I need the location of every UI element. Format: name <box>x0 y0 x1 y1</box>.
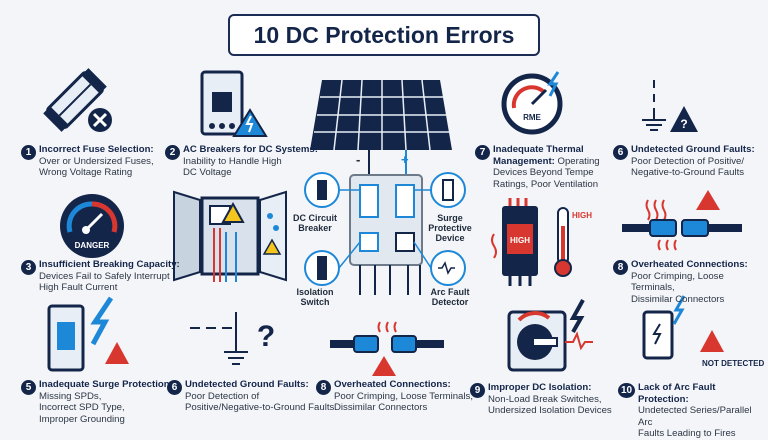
item-title: Undetected Ground Faults: <box>631 144 755 155</box>
item-title: AC Breakers for DC Systems: <box>183 144 318 155</box>
item-title: Overheated Connections: <box>631 259 748 270</box>
rme-label: RME <box>523 113 541 122</box>
overheated-connector-icon-2 <box>330 321 444 376</box>
item-desc: Poor Detection of Positive/Negative-to-G… <box>185 390 335 414</box>
ac-breaker-icon <box>200 70 268 137</box>
number-badge: 10 <box>618 383 635 398</box>
item-desc: Inability to Handle High DC Voltage <box>183 155 282 179</box>
number-badge: 9 <box>470 383 485 398</box>
minus-terminal: - <box>356 152 361 167</box>
isolation-label: Isolation Switch <box>296 287 334 307</box>
danger-label: DANGER <box>75 241 110 250</box>
item-desc: Devices Fail to Safely Interrupt High Fa… <box>39 270 170 294</box>
item-title: Inadequate Thermal <box>493 144 584 155</box>
item-title: Inadequate Surge Protection: <box>39 379 173 390</box>
danger-gauge-icon: DANGER <box>60 194 124 258</box>
item-desc: Missing SPDs, Incorrect SPD Type, Improp… <box>39 390 125 425</box>
isolation-switch-icon <box>507 299 593 372</box>
thermal-gauge-icon: RME <box>501 71 563 135</box>
combiner-box-diagram <box>304 150 466 295</box>
number-badge: 2 <box>165 145 180 160</box>
ground-fault-icon: ? <box>642 80 698 132</box>
item-title-cont: Management: <box>493 155 555 167</box>
arc-fault-icon: NOT DETECTED <box>642 295 764 368</box>
item-title: Incorrect Fuse Selection: <box>39 144 154 155</box>
not-detected-label: NOT DETECTED <box>702 359 764 368</box>
number-badge: 8 <box>316 380 331 395</box>
arc-detector-label: Arc Fault Detector <box>430 287 470 307</box>
item-desc: Poor Crimping, Loose Terminals, Dissimil… <box>631 270 725 305</box>
item-title: Lack of Arc Fault Protection: <box>638 382 716 405</box>
item-title: Overheated Connections: <box>334 379 451 390</box>
spd-label: Surge Protective Device <box>428 213 472 243</box>
item-desc: Non-Load Break Switches, Undersized Isol… <box>488 393 612 417</box>
overheated-device-icon: HIGH HIGH <box>491 198 592 286</box>
item-title: Improper DC Isolation: <box>488 382 592 393</box>
ground-fault-icon-2: ? <box>190 312 275 365</box>
page-title: 10 DC Protection Errors <box>228 14 540 56</box>
wet-enclosure-icon <box>173 190 287 282</box>
plus-terminal: + <box>401 152 409 167</box>
item-desc-start: Operating <box>554 155 600 167</box>
item-desc: Devices Beyond Tempe Ratings, Poor Venti… <box>493 167 599 190</box>
item-title: Insufficient Breaking Capacity: <box>39 259 180 270</box>
dc-breaker-label: DC Circuit Breaker <box>292 213 337 233</box>
item-desc: Poor Detection of Positive/ Negative-to-… <box>631 155 745 179</box>
item-title: Undetected Ground Faults: <box>185 379 309 390</box>
question-mark: ? <box>680 117 687 131</box>
number-badge: 6 <box>167 380 182 395</box>
number-badge: 7 <box>475 145 490 160</box>
number-badge: 5 <box>21 380 36 395</box>
item-desc: Poor Crimping, Loose Terminals, Dissimil… <box>334 390 473 414</box>
high-temp-label: HIGH <box>572 211 592 220</box>
question-mark-2: ? <box>257 320 275 353</box>
number-badge: 6 <box>613 145 628 160</box>
item-desc: Undetected Series/Parallel Arc Faults Le… <box>638 405 752 439</box>
high-label: HIGH <box>510 236 530 245</box>
solar-panel-icon <box>310 79 452 151</box>
fuse-icon <box>43 68 112 132</box>
number-badge: 3 <box>21 260 36 275</box>
overheated-connector-icon <box>622 190 742 251</box>
number-badge: 8 <box>613 260 628 275</box>
surge-protector-icon <box>47 296 129 372</box>
item-desc: Over or Undersized Fuses, Wrong Voltage … <box>39 155 154 179</box>
number-badge: 1 <box>21 145 36 160</box>
